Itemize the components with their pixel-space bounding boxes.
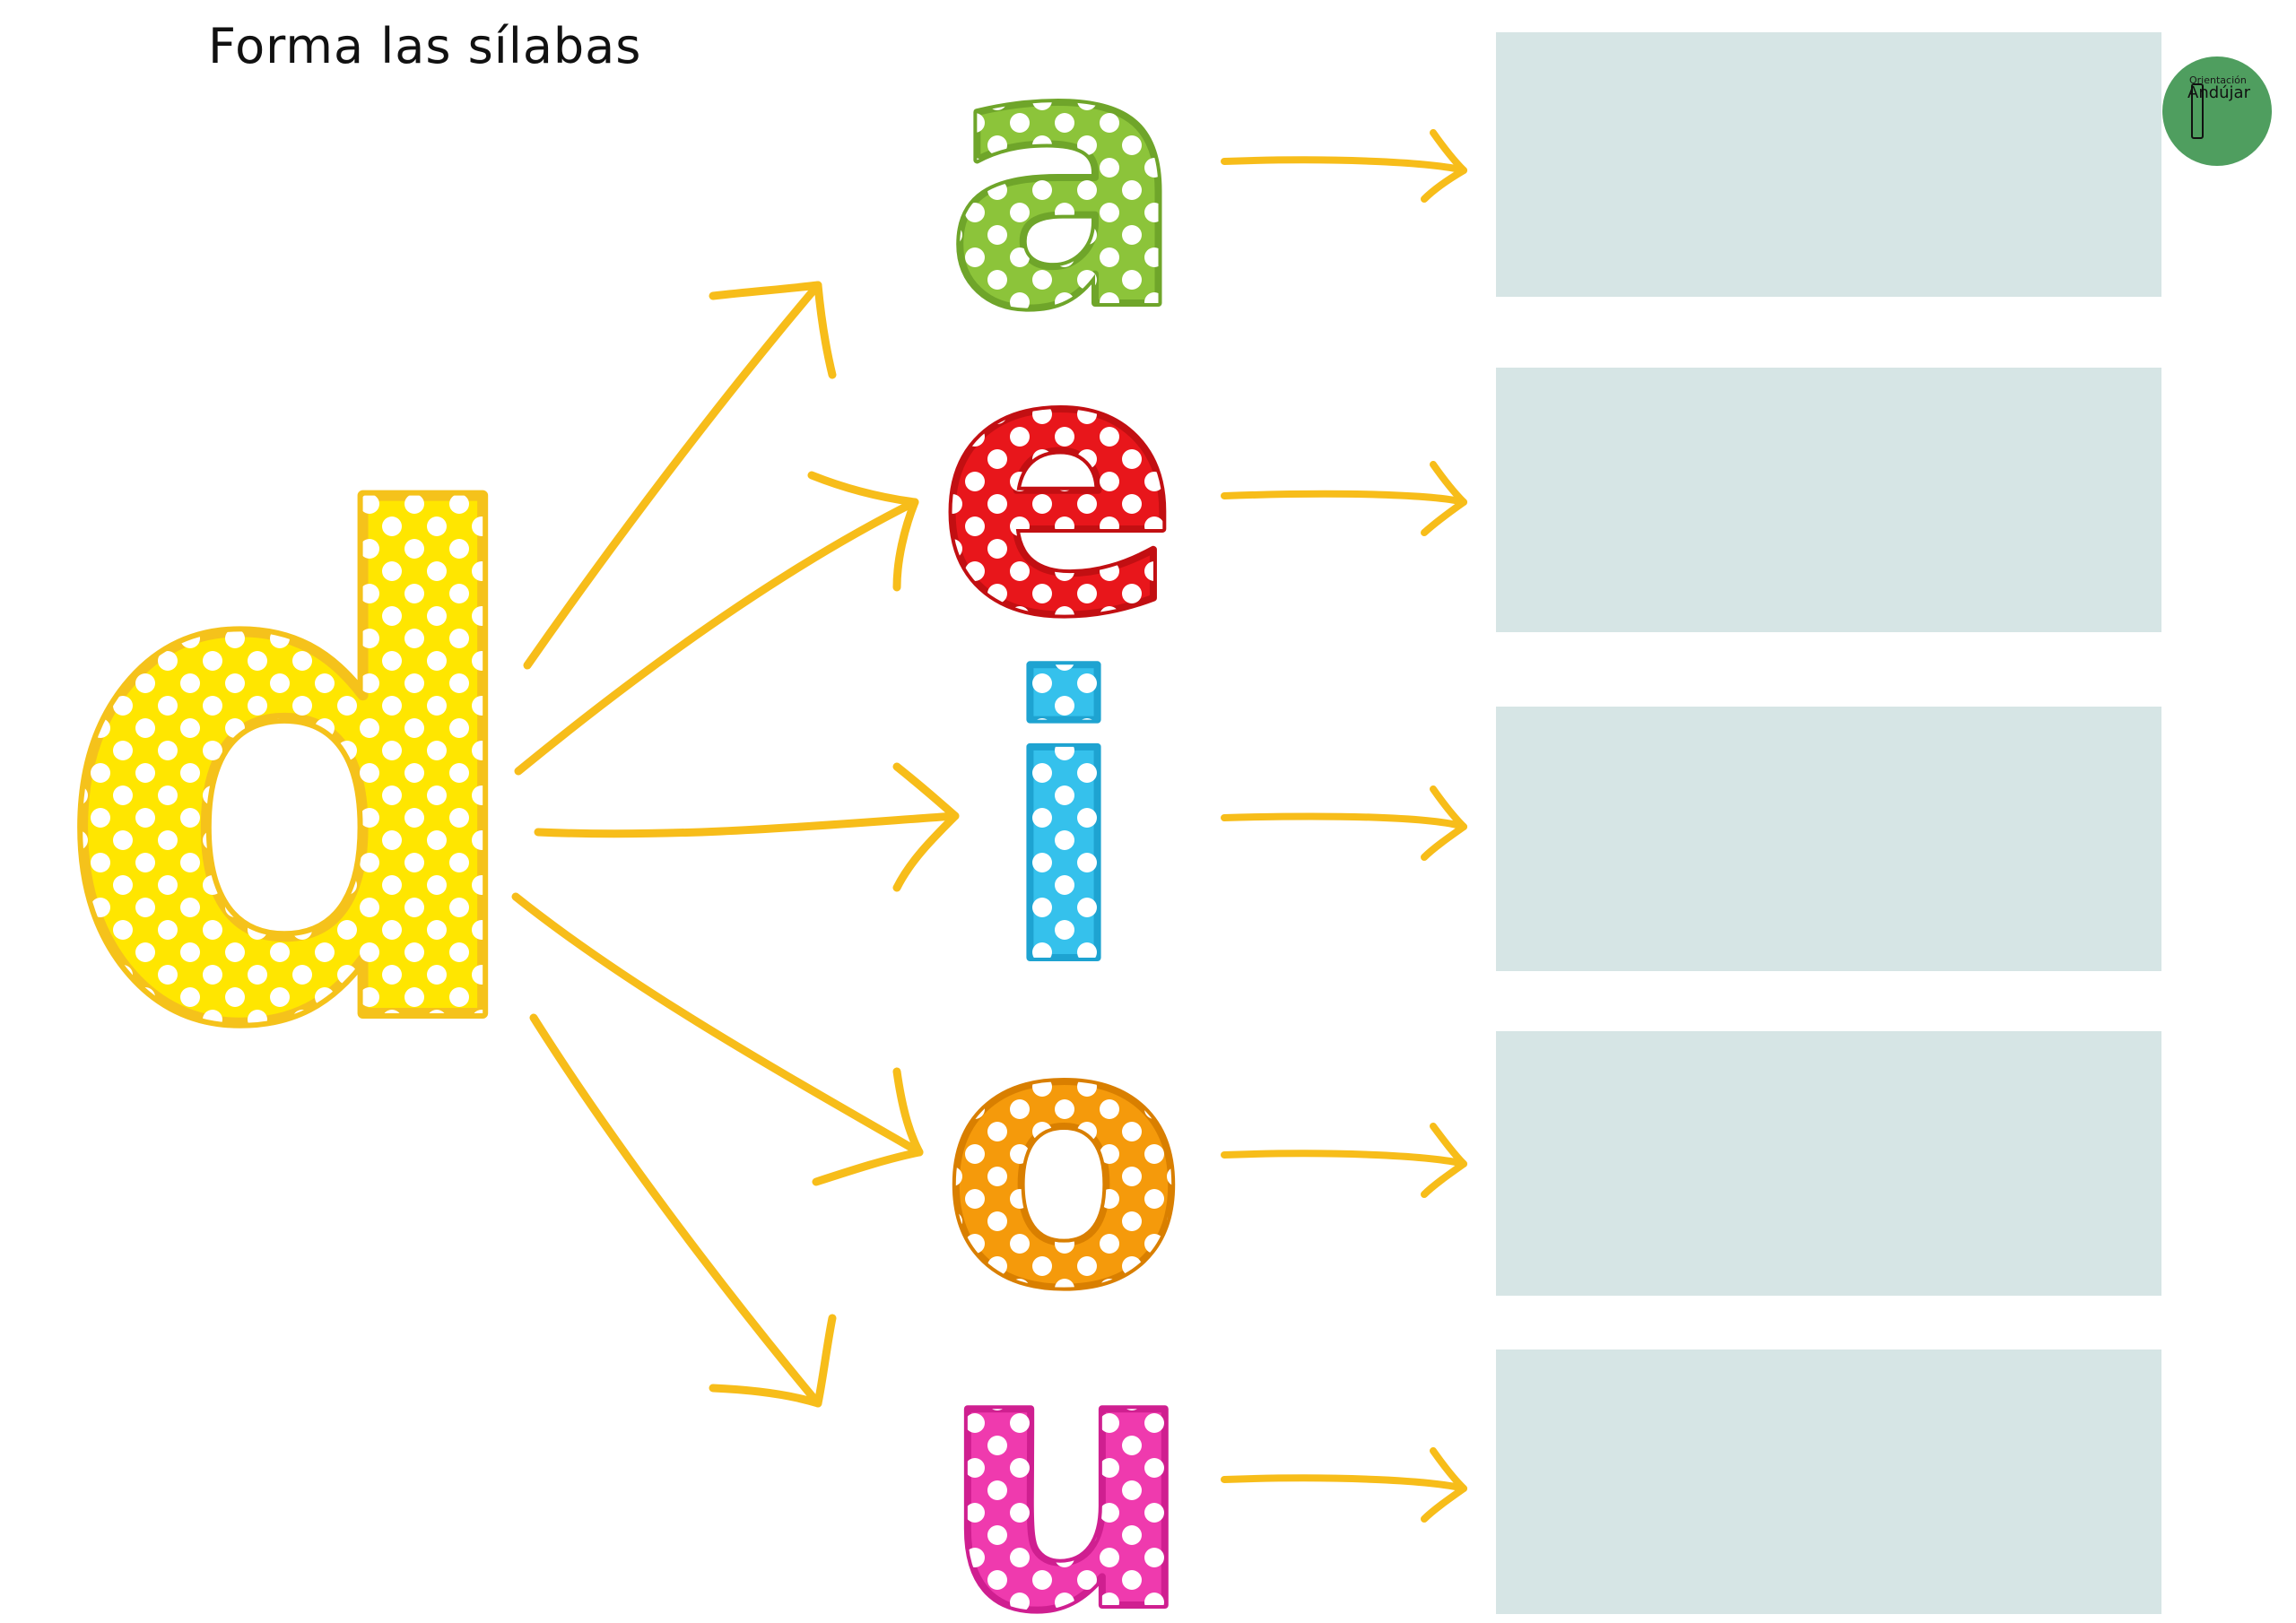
vowel-i: i i — [994, 597, 1133, 1053]
arrow-d-to-e — [514, 471, 919, 776]
answer-box-du[interactable] — [1496, 1350, 2161, 1614]
logo-line-2: Andújar — [2187, 83, 2250, 102]
answer-box-da[interactable] — [1496, 32, 2161, 297]
consonant-letter-fill: d — [52, 382, 540, 1175]
vowel-o: o o — [937, 947, 1191, 1371]
arrow-d-to-a — [523, 281, 837, 670]
vowel-u: u u — [936, 1270, 1199, 1623]
vowel-e-fill: e — [936, 278, 1179, 695]
vowel-e: e e — [933, 274, 1183, 699]
arrow-d-to-i — [534, 762, 960, 892]
vowel-a-fill: a — [944, 0, 1187, 388]
vowel-i-fill: i — [997, 601, 1129, 1049]
arrow-d-to-o — [511, 892, 924, 1186]
answer-box-de[interactable] — [1496, 368, 2161, 632]
vowel-a: a a — [941, 0, 1190, 392]
logo-line-1: Orientación — [2189, 74, 2247, 86]
vowel-i-dots: i — [997, 601, 1129, 1049]
pencil-icon — [2191, 83, 2204, 139]
arrow-e-to-box — [1221, 461, 1467, 536]
arrow-a-to-box — [1221, 129, 1467, 203]
vowel-u-fill: u — [940, 1273, 1196, 1623]
vowel-a-dots: a — [944, 0, 1187, 388]
vowel-o-fill: o — [941, 950, 1187, 1367]
arrow-u-to-box — [1221, 1447, 1467, 1523]
arrow-d-to-u — [529, 1013, 837, 1408]
vowel-u-dots: u — [940, 1273, 1196, 1623]
consonant-letter-dots: d — [52, 382, 540, 1175]
worksheet-title: Forma las sílabas — [208, 18, 642, 74]
answer-box-do[interactable] — [1496, 1031, 2161, 1296]
vowel-o-dots: o — [941, 950, 1187, 1367]
answer-box-di[interactable] — [1496, 707, 2161, 971]
orientacion-andujar-logo: Orientación Andújar — [2162, 56, 2272, 166]
arrow-o-to-box — [1221, 1123, 1467, 1198]
arrow-i-to-box — [1221, 785, 1467, 861]
vowel-e-dots: e — [936, 278, 1179, 695]
consonant-letter: d d — [47, 377, 545, 1180]
